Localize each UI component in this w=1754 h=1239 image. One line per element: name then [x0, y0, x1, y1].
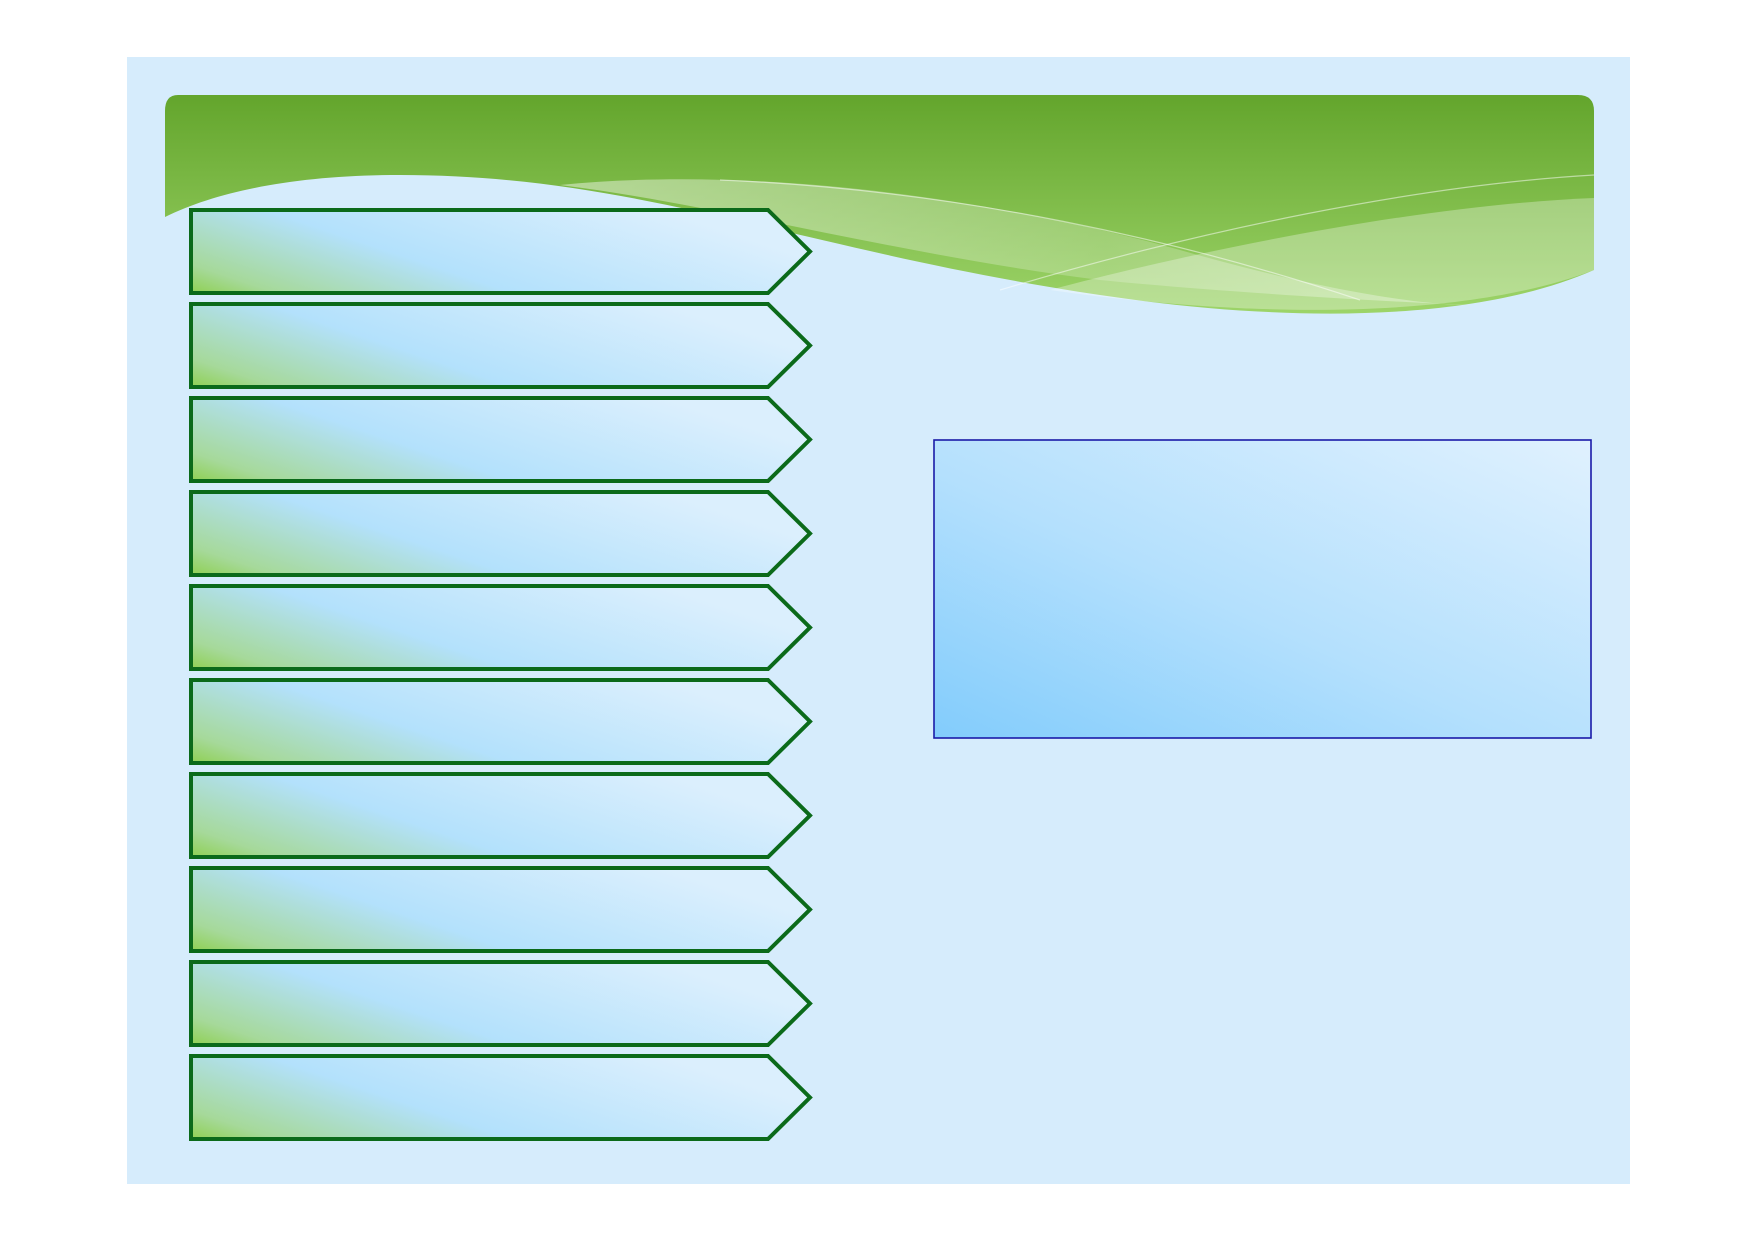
arrow-shape: [189, 1054, 813, 1141]
arrow-item: [189, 396, 813, 483]
arrow-shape: [189, 866, 813, 953]
arrow-item: [189, 772, 813, 859]
arrow-shape: [189, 584, 813, 671]
arrow-shape: [189, 302, 813, 389]
info-box: [933, 439, 1592, 739]
arrow-item: [189, 1054, 813, 1141]
arrow-item: [189, 678, 813, 765]
arrow-shape: [189, 208, 813, 295]
arrow-item: [189, 208, 813, 295]
arrow-shape: [189, 490, 813, 577]
arrow-item: [189, 960, 813, 1047]
arrow-shape: [189, 396, 813, 483]
header-wave-decoration: [165, 95, 1595, 314]
arrow-list: [189, 208, 813, 1141]
arrow-shape: [189, 678, 813, 765]
arrow-shape: [189, 960, 813, 1047]
arrow-item: [189, 490, 813, 577]
arrow-shape: [189, 772, 813, 859]
arrow-item: [189, 866, 813, 953]
arrow-item: [189, 584, 813, 671]
arrow-item: [189, 302, 813, 389]
